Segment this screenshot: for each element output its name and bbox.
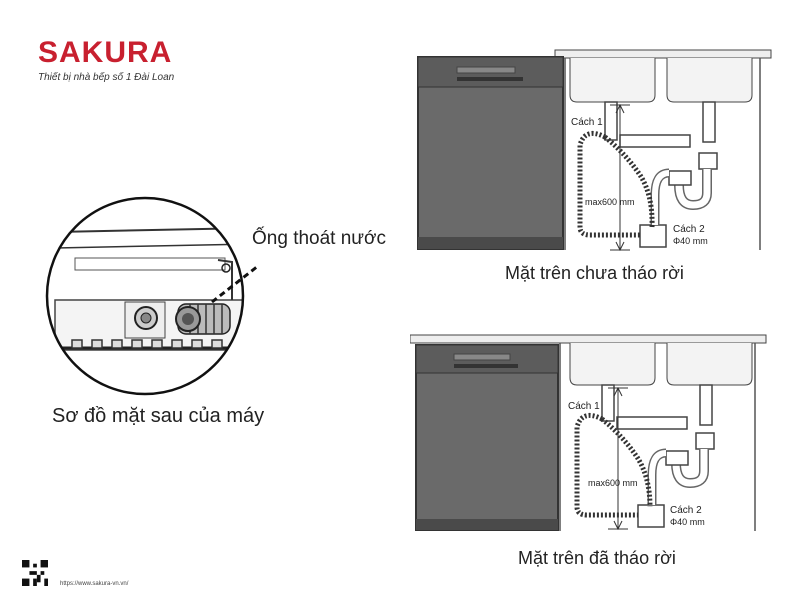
brand-logo: SAKURA Thiết bị nhà bếp số 1 Đài Loan (38, 36, 175, 84)
drain-pipes (601, 384, 715, 528)
label-method2: Cách 2 (673, 224, 705, 235)
label-max: max600 mm (588, 478, 638, 488)
rear-panel-closeup (47, 198, 243, 394)
rear-view-caption: Sơ đồ mặt sau của máy (52, 405, 265, 427)
drain-hose (577, 130, 640, 238)
install-bottom-caption: Mặt trên đã tháo rời (518, 548, 676, 568)
label-max: max600 mm (585, 197, 635, 207)
install-diagram-top: Cách 1 max600 mm Cách 2 Φ40 mm (417, 49, 772, 252)
drain-pipes (604, 101, 718, 248)
base-teeth (71, 339, 223, 349)
dishwasher-unit (417, 56, 564, 250)
brand-name: SAKURA (38, 36, 173, 69)
qr-code-icon (22, 560, 48, 586)
drain-hose-end (175, 303, 231, 335)
label-method2: Cách 2 (670, 505, 702, 516)
label-method1: Cách 1 (571, 117, 603, 128)
drain-hose-callout: Ống thoát nước (252, 228, 386, 249)
install-diagram-bottom: Cách 1 max600 mm Cách 2 Φ40 mm (410, 334, 767, 531)
dishwasher-unit (415, 344, 559, 531)
install-top-caption: Mặt trên chưa tháo rời (505, 263, 684, 283)
label-diameter: Φ40 mm (673, 236, 708, 246)
footer-url[interactable]: https://www.sakura-vn.vn/ (60, 581, 129, 587)
brand-tagline: Thiết bị nhà bếp số 1 Đài Loan (38, 72, 175, 83)
drain-hose (574, 412, 638, 518)
label-method1: Cách 1 (568, 401, 600, 412)
label-diameter: Φ40 mm (670, 517, 705, 527)
